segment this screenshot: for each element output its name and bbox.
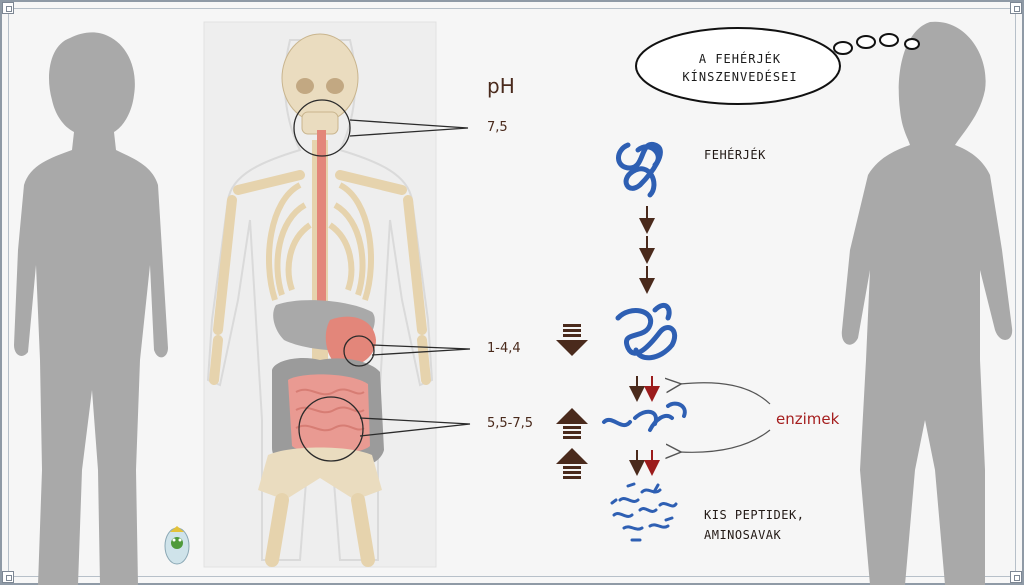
stomach-callout: [343, 335, 471, 367]
small-intestine: [288, 374, 370, 454]
ribcage: [266, 182, 374, 301]
thought-bubble-icon: [635, 27, 920, 105]
ph-increase-arrow-2: [556, 448, 588, 479]
ph-value-intestine: 5,5-7,5: [487, 416, 534, 431]
frame-corner-tr: [1010, 2, 1022, 14]
ph-header: pH: [487, 74, 515, 98]
shoulders: [209, 170, 431, 385]
mouth-callout: [293, 99, 469, 157]
pelvis: [258, 447, 382, 500]
stage-label-peptides: KIS PEPTIDEK,: [704, 508, 805, 522]
femurs: [265, 493, 375, 567]
frame-corner-br: [1010, 571, 1022, 583]
right-person-silhouette: [841, 21, 1013, 585]
process-arrows-enzyme-2: [629, 450, 660, 476]
esophagus: [317, 130, 326, 310]
frog-logo-icon: [164, 526, 190, 565]
ph-value-stomach: 1-4,4: [487, 341, 521, 356]
stage-label-proteins: FEHÉRJÉK: [704, 148, 766, 162]
enzyme-label: enzimek: [776, 410, 840, 428]
process-arrows-enzyme-1: [629, 376, 660, 402]
thought-line-2: KÍNSZENVEDÉSEI: [682, 70, 798, 84]
thought-bubble-text: A FEHÉRJÉK KÍNSZENVEDÉSEI: [640, 50, 840, 86]
protein-folded: [616, 142, 663, 198]
frame-corner-tl: [2, 2, 14, 14]
intestine-callout: [298, 396, 471, 462]
protein-fragments: [602, 401, 687, 432]
stage-label-aminoacids: AMINOSAVAK: [704, 528, 782, 542]
enzyme-pointer-arrows: [680, 383, 771, 453]
protein-partially-unfolded: [615, 303, 678, 361]
left-person-silhouette: [14, 32, 168, 585]
ph-value-mouth: 7,5: [487, 120, 508, 135]
ph-increase-arrow-1: [556, 408, 588, 439]
stomach: [325, 316, 376, 367]
ph-decrease-arrow: [556, 324, 588, 356]
thought-line-1: A FEHÉRJÉK: [698, 52, 782, 66]
skull: [281, 33, 359, 135]
peptide-fragments: [610, 482, 678, 542]
frame-corner-bl: [2, 571, 14, 583]
